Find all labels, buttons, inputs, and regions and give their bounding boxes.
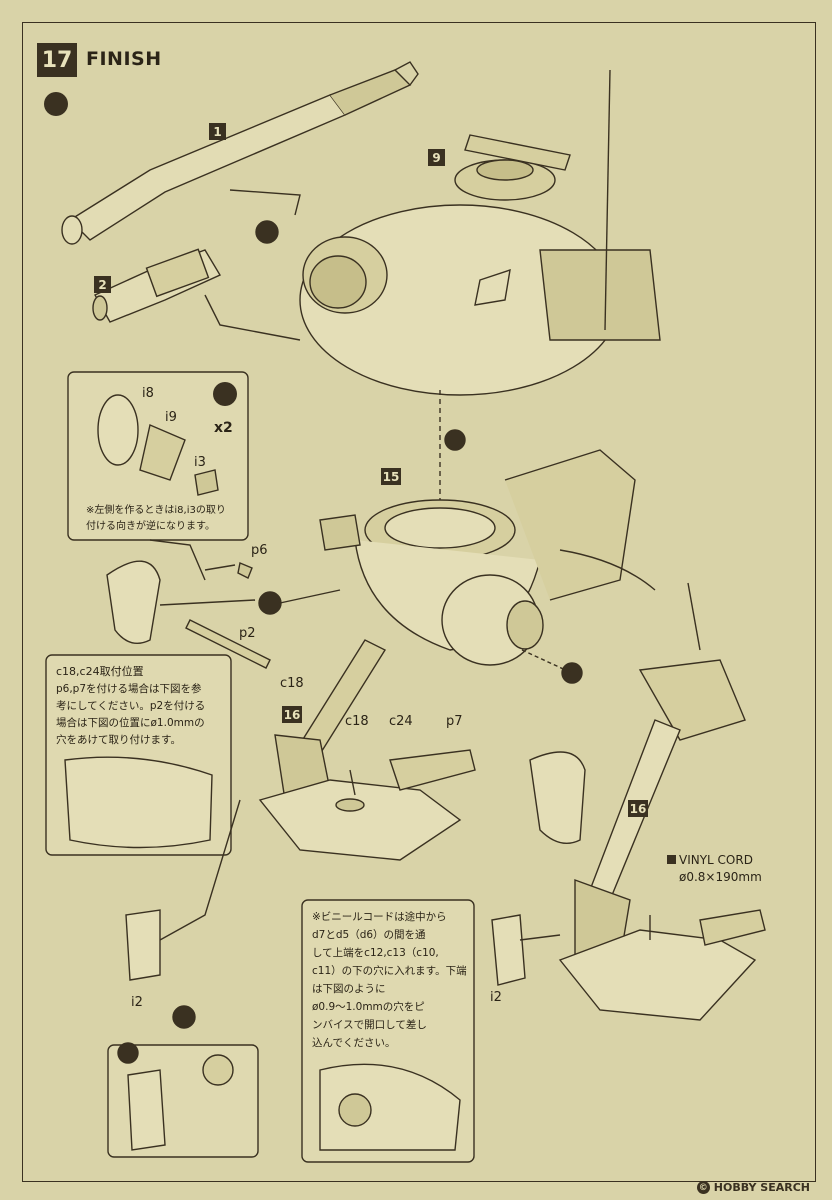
vinyl-cord-spec: VINYL CORD ø0.8×190mm bbox=[667, 852, 762, 886]
part-label-i3: i3 bbox=[194, 455, 206, 470]
part-tag-16-right: 16 bbox=[628, 800, 648, 817]
vinyl-cord-size: ø0.8×190mm bbox=[679, 870, 762, 884]
part-tag-16-left: 16 bbox=[282, 706, 302, 723]
right-leg-drawing bbox=[558, 659, 766, 1021]
part-label-c24: c24 bbox=[389, 714, 413, 729]
turret-drawing bbox=[229, 69, 661, 396]
gun-barrel-drawing bbox=[61, 61, 419, 245]
step-number: 17 bbox=[37, 43, 77, 77]
part-label-i2: i2 bbox=[490, 990, 502, 1005]
part-label-p6: p6 bbox=[251, 543, 268, 558]
part-label-p7: p7 bbox=[446, 714, 463, 729]
part-tag-1: 1 bbox=[209, 123, 226, 140]
square-icon bbox=[667, 855, 676, 864]
note-c18-title: c18,c24取付位置 bbox=[56, 665, 144, 678]
vinyl-cord-label: VINYL CORD bbox=[679, 853, 753, 867]
gun-breech-drawing bbox=[92, 248, 222, 323]
watermark-text: HOBBY SEARCH bbox=[713, 1181, 810, 1194]
watermark: © HOBBY SEARCH bbox=[696, 1181, 810, 1194]
part-tag-9: 9 bbox=[428, 149, 445, 166]
quantity-multiplier: x2 bbox=[214, 420, 233, 436]
page-frame bbox=[22, 22, 816, 1182]
part-label-i8: i8 bbox=[142, 386, 154, 401]
part-label-c18: c18 bbox=[280, 676, 304, 691]
part-label-i9: i9 bbox=[165, 410, 177, 425]
hull-drawing bbox=[319, 449, 656, 666]
part-label-i2: i2 bbox=[131, 995, 143, 1010]
cement-icon bbox=[213, 382, 237, 406]
left-leg-drawing bbox=[258, 639, 476, 861]
part-tag-15: 15 bbox=[381, 468, 401, 485]
cement-icon bbox=[44, 92, 68, 116]
note-c18-body: p6,p7を付ける場合は下図を参 考にしてください。p2を付ける 場合は下図の位… bbox=[56, 683, 206, 746]
part-label-p2: p2 bbox=[239, 626, 256, 641]
side-plate-drawing bbox=[106, 560, 161, 644]
part-label-c18: c18 bbox=[345, 714, 369, 729]
note-left-side: ※左側を作るときはi8,i3の取り 付ける向きが逆になります。 bbox=[86, 505, 226, 532]
note-vinyl-cord: ※ビニールコードは途中から d7とd5（d6）の間を通 して上端をc12,c13… bbox=[312, 911, 467, 1049]
copyright-icon: © bbox=[696, 1181, 710, 1194]
part-tag-2: 2 bbox=[94, 276, 111, 293]
step-title: FINISH bbox=[86, 48, 162, 70]
